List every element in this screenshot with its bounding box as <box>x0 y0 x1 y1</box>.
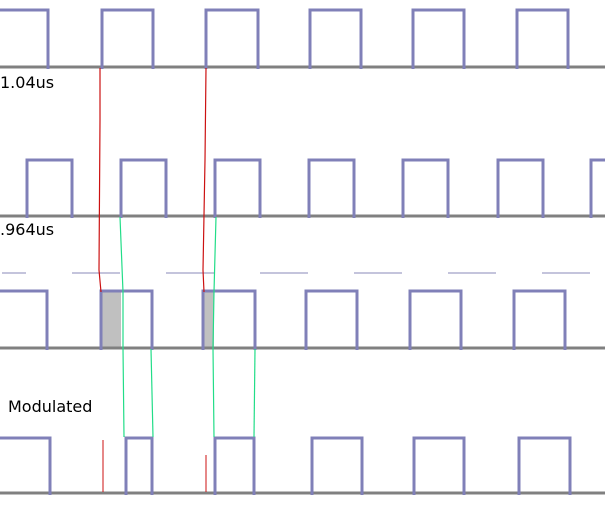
track-4-pulse <box>0 436 52 495</box>
track-2-pulse <box>589 158 605 218</box>
overlap-fill <box>101 292 121 348</box>
track-2-pulse <box>307 158 356 218</box>
track-1-pulse <box>204 8 260 69</box>
marker-red-line <box>202 67 207 293</box>
track-4-pulse <box>124 436 154 495</box>
label-top-period: 1.04us <box>0 73 55 92</box>
track-2-track <box>0 158 605 218</box>
marker-red-line <box>98 68 102 293</box>
track-4-pulse <box>213 436 256 495</box>
track-3-pulse <box>0 289 49 350</box>
track-4-track <box>0 436 605 495</box>
track-1-pulse <box>308 8 363 69</box>
track-2-pulse <box>496 158 545 218</box>
label-modulated: Modulated <box>8 397 93 416</box>
track-3-track <box>0 289 605 350</box>
track-1-pulse <box>411 8 466 69</box>
track-4-pulse <box>310 436 364 495</box>
overlap-fill <box>203 292 214 348</box>
track-2-pulse <box>119 158 168 218</box>
track-4-pulse <box>517 436 572 495</box>
track-2-pulse <box>401 158 450 218</box>
label-middle-period: .964us <box>0 220 55 239</box>
track-2-pulse <box>25 158 74 218</box>
marker-green-line <box>150 348 154 438</box>
track-1-track <box>0 8 605 69</box>
track-3-pulse <box>99 289 154 350</box>
track-3-pulse <box>201 289 257 350</box>
track-4-pulse <box>412 436 466 495</box>
track-1-pulse <box>100 8 155 69</box>
track-3-pulse <box>304 289 359 350</box>
track-2-pulse <box>213 158 262 218</box>
track-1-pulse <box>0 8 50 69</box>
marker-green-line <box>253 348 256 438</box>
marker-green-line <box>119 216 125 438</box>
marker-green-line <box>212 216 217 438</box>
track-3-pulse <box>512 289 567 350</box>
track-3-pulse <box>408 289 463 350</box>
track-1-pulse <box>515 8 570 69</box>
